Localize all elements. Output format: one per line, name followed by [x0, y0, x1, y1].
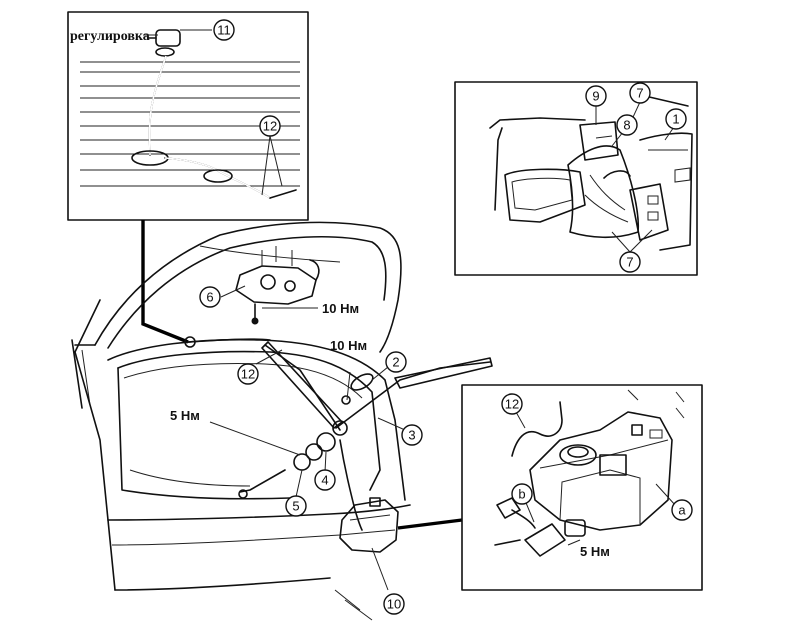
washer-hose-run — [187, 338, 363, 531]
callout-3: 3 — [401, 424, 423, 446]
callout-4: 4 — [314, 469, 336, 491]
car-rear-view: 10 Нм 10 Нм 5 Нм 6 12 2 3 5 — [71, 221, 493, 621]
callout-7-bottom: 7 — [619, 251, 641, 273]
svg-text:7: 7 — [626, 255, 633, 270]
svg-text:a: a — [678, 503, 686, 518]
inset-leader-line — [141, 220, 189, 344]
adjustment-label: регулировка — [70, 29, 150, 44]
inset-reservoir-panel: 12 a b 5 Нм — [461, 384, 703, 591]
svg-text:1: 1 — [672, 112, 679, 127]
callout-8: 8 — [616, 114, 638, 136]
washer-reservoir — [339, 497, 399, 553]
svg-text:2: 2 — [392, 355, 399, 370]
svg-text:5: 5 — [292, 499, 299, 514]
torque-label-5-right: 5 Нм — [580, 544, 610, 559]
svg-text:12: 12 — [263, 119, 277, 134]
svg-text:9: 9 — [592, 89, 599, 104]
svg-text:8: 8 — [623, 118, 630, 133]
inset-leader-bottom — [397, 518, 463, 530]
inset-trim-panel: 9 7 8 1 7 — [454, 81, 698, 276]
svg-text:6: 6 — [206, 290, 213, 305]
svg-text:b: b — [518, 487, 525, 502]
callout-7-top: 7 — [629, 82, 651, 104]
svg-text:10: 10 — [387, 597, 401, 612]
callout-5: 5 — [285, 495, 307, 517]
callout-b: b — [511, 483, 533, 505]
callout-10: 10 — [383, 593, 405, 615]
washer-nozzle — [147, 29, 181, 57]
washer-motor-assembly — [235, 246, 320, 325]
inset-nozzle-panel: регулировка 11 12 — [67, 11, 309, 221]
callout-11: 11 — [213, 19, 235, 41]
callout-12-main: 12 — [237, 363, 259, 385]
callout-a: a — [671, 499, 693, 521]
rear-wiper — [261, 341, 493, 431]
svg-text:12: 12 — [505, 397, 519, 412]
svg-text:4: 4 — [321, 473, 328, 488]
svg-text:3: 3 — [408, 428, 415, 443]
torque-label-5-left: 5 Нм — [170, 408, 200, 423]
callout-6: 6 — [199, 286, 221, 308]
callout-9: 9 — [585, 85, 607, 107]
callout-12-reservoir: 12 — [501, 393, 523, 415]
svg-text:7: 7 — [636, 86, 643, 101]
callout-12-inset: 12 — [259, 115, 281, 137]
torque-label-10-top: 10 Нм — [322, 301, 359, 316]
svg-text:12: 12 — [241, 367, 255, 382]
svg-text:11: 11 — [217, 23, 231, 38]
torque-label-10-mid: 10 Нм — [330, 338, 367, 353]
callout-1: 1 — [665, 108, 687, 130]
callout-2: 2 — [385, 351, 407, 373]
